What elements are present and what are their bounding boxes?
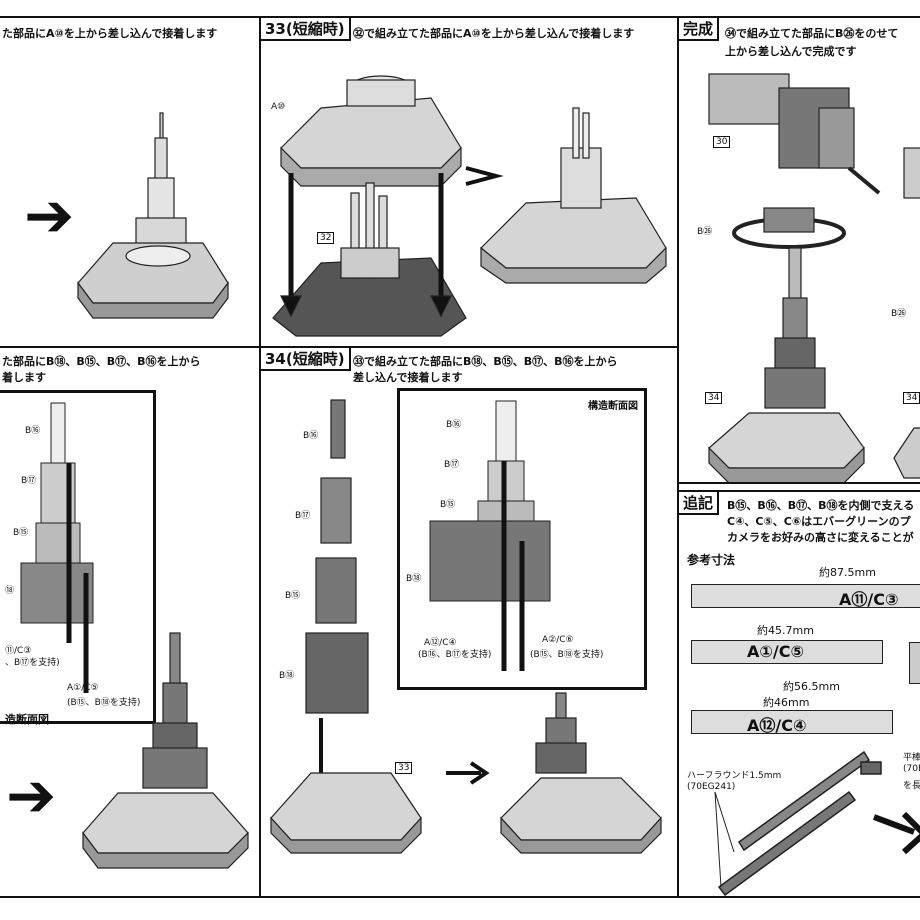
step-34-parts-illustration — [270, 399, 662, 854]
panel-step-33: 33(短縮時) ㉜で組み立てた部品にA⑩を上から差し込んで接着します A⑩ 32 — [259, 16, 679, 348]
label-b26-second: B㉖ — [891, 309, 907, 319]
half-round-label: ハーフラウンド1.5mm — [687, 771, 782, 781]
label-32: 32 — [317, 232, 335, 244]
flat-bar-label: 平棒 — [903, 753, 920, 763]
section-label-a2c6: A②/C⑥ — [542, 635, 574, 645]
dim-size-1: 約87.5mm — [819, 566, 876, 579]
mid-left-instruction-2: 着します — [2, 371, 46, 384]
dim-rod-2 — [691, 640, 883, 664]
panel-step-34: 34(短縮時) ㉝で組み立てた部品にB⑱、B⑮、B⑰、B⑯を上から 差し込んで接… — [259, 346, 679, 898]
mid-left-section-box: B⑯ B⑰ B⑮ ⑱ ⑪/C③ 、B⑰を支持) A①/C⑤ (B⑮、B⑱を支持)… — [0, 390, 156, 726]
section-label-a12c4: A⑫/C④ — [424, 638, 457, 648]
label-a10: A⑩ — [271, 102, 286, 112]
dim-size-2: 約45.7mm — [757, 624, 814, 637]
flat-bar-note: を長 — [903, 781, 920, 791]
stand-illustration — [77, 112, 229, 319]
mid-left-label-b18: ⑱ — [5, 586, 15, 596]
step-34-section-box: 構造断面図 B⑯ B⑰ B⑮ B⑱ A⑫/C④ (B⑯、B⑰を支持) A②/C⑥… — [397, 388, 647, 690]
mid-left-section-drawing — [20, 402, 94, 693]
dim-rod-2b — [909, 642, 920, 684]
dim-size-4: 約46mm — [763, 696, 810, 709]
label-b26: B㉖ — [697, 227, 713, 237]
instruction-text: た部品にA⑩を上から差し込んで接着します — [2, 27, 218, 40]
step-34-section-drawing — [429, 400, 551, 671]
part-label-b15: B⑮ — [285, 591, 301, 601]
section-label-b18: B⑱ — [406, 574, 422, 584]
step-34-instruction-2: 差し込んで接着します — [353, 371, 463, 384]
mid-left-illustration — [82, 632, 249, 869]
dim-part-1: A⑪/C③ — [839, 590, 899, 609]
note-line-2: C④、C⑤、C⑥はエバーグリーンのプ — [727, 515, 911, 528]
dim-rod-4 — [691, 710, 893, 734]
section-label-b15: B⑮ — [440, 500, 456, 510]
panel-top-left: た部品にA⑩を上から差し込んで接着します ➔ — [0, 16, 261, 348]
part-label-b17: B⑰ — [295, 511, 311, 521]
step-33-illustration — [272, 75, 667, 337]
mid-left-label-a1c5-note: (B⑮、B⑱を支持) — [67, 698, 141, 708]
complete-instruction-1: ㉞で組み立てた部品にB㉖をのせて — [725, 27, 899, 40]
part-label-33: 33 — [395, 762, 413, 774]
mid-left-label-a1c5: A①/C⑤ — [67, 683, 99, 693]
panel-note: 追記 B⑮、B⑯、B⑰、B⑱を内側で支える C④、C⑤、C⑥はエバーグリーンのプ… — [677, 490, 920, 898]
dim-part-2: A①/C⑤ — [747, 642, 805, 661]
dim-part-4: A⑫/C④ — [747, 716, 807, 735]
step-33-instruction: ㉜で組み立てた部品にA⑩を上から差し込んで接着します — [353, 27, 635, 40]
part-label-b16: B⑯ — [303, 431, 319, 441]
section-label-a2c6-note: (B⑮、B⑱を支持) — [530, 650, 604, 660]
dim-rod-1 — [691, 584, 920, 608]
note-line-3: カメラをお好みの高さに変えることが — [727, 531, 914, 544]
step-34-instruction-1: ㉝で組み立てた部品にB⑱、B⑮、B⑰、B⑯を上から — [353, 355, 618, 368]
right-arrow-icon: ➔ — [24, 181, 75, 251]
label-30: 30 — [713, 136, 731, 148]
mid-left-label-b17: B⑰ — [21, 476, 37, 486]
section-label-b17: B⑰ — [444, 460, 460, 470]
label-34: 34 — [705, 392, 723, 404]
dim-size-3: 約56.5mm — [783, 680, 840, 693]
part-label-b18: B⑱ — [279, 671, 295, 681]
complete-instruction-2: 上から差し込んで完成です — [725, 45, 857, 58]
mid-left-instruction-1: た部品にB⑱、B⑮、B⑰、B⑯を上から — [2, 355, 201, 368]
right-arrow-icon: ➔ — [6, 761, 57, 831]
panel-complete: 完成 ㉞で組み立てた部品にB㉖をのせて 上から差し込んで完成です 30 B㉖ B… — [677, 16, 920, 484]
note-line-1: B⑮、B⑯、B⑰、B⑱を内側で支える — [727, 499, 915, 512]
step-33-title: 33(短縮時) — [261, 18, 351, 41]
section-caption: 構造断面図 — [588, 401, 638, 412]
rods-illustration — [714, 750, 920, 896]
mid-left-label-b16: B⑯ — [25, 426, 41, 436]
note-title: 追記 — [679, 492, 720, 515]
panel-mid-left: た部品にB⑱、B⑮、B⑰、B⑯を上から 着します B⑯ B⑰ B⑮ ⑱ ⑪/C③… — [0, 346, 261, 898]
complete-title: 完成 — [679, 18, 720, 41]
complete-illustration — [708, 73, 920, 482]
step-34-title: 34(短縮時) — [261, 348, 351, 371]
flat-bar-code: (70E — [903, 764, 920, 774]
mid-left-label-a11c3: ⑪/C③ — [5, 646, 32, 656]
half-round-code: (70EG241) — [687, 782, 736, 792]
section-label-a12c4-note: (B⑯、B⑰を支持) — [418, 650, 492, 660]
dims-title: 参考寸法 — [687, 553, 736, 567]
mid-left-caption: 造断面図 — [5, 713, 49, 726]
mid-left-label-a11c3-note: 、B⑰を支持) — [5, 658, 60, 668]
mid-left-label-b15: B⑮ — [13, 528, 29, 538]
section-label-b16: B⑯ — [446, 420, 462, 430]
